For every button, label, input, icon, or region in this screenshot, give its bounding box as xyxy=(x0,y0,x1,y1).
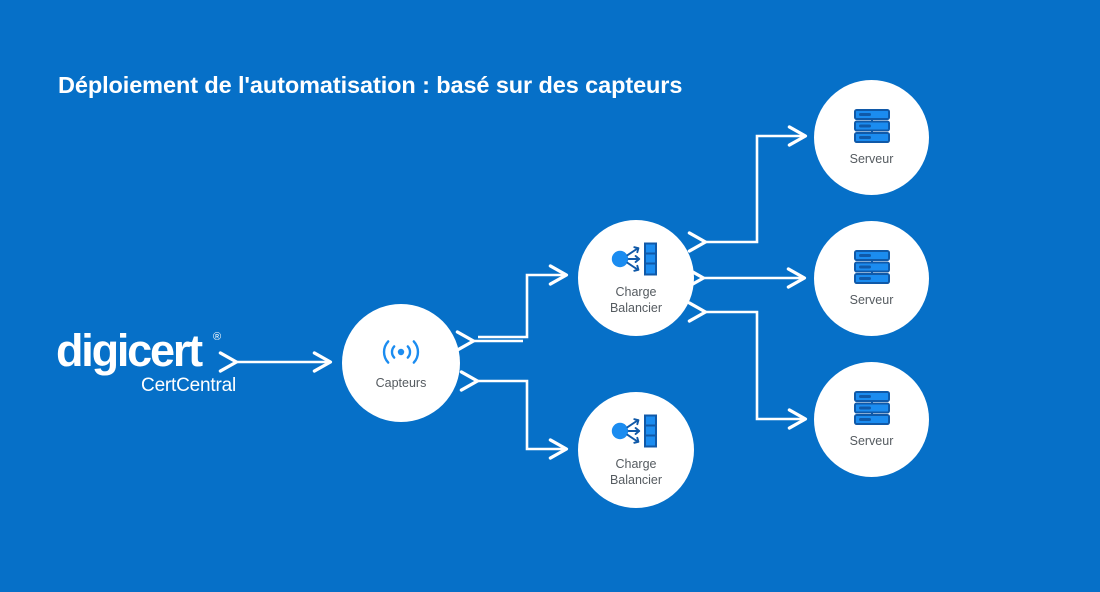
node-serveur-2[interactable]: Serveur xyxy=(814,221,929,336)
node-label-capteurs: Capteurs xyxy=(375,375,427,390)
node-capteurs[interactable]: Capteurs xyxy=(342,304,460,422)
connector-sensor-to-load-balancer-2-out xyxy=(459,370,569,460)
load-balancer-icon xyxy=(610,240,662,278)
connector-load-balancer-1-to-server-1 xyxy=(687,125,808,253)
node-label-charge-balancier-2: Charge Balancier xyxy=(609,457,663,487)
digicert-wordmark: digicert xyxy=(56,325,203,376)
digicert-certcentral-logo: digicert ® CertCentral xyxy=(56,326,236,400)
node-charge-balancier-2[interactable]: Charge Balancier xyxy=(578,392,694,508)
node-label-serveur-3: Serveur xyxy=(849,434,894,449)
server-rack-icon xyxy=(850,389,894,427)
server-rack-icon xyxy=(850,107,894,145)
server-rack-icon xyxy=(850,248,894,286)
connector-load-balancer-1-to-server-3 xyxy=(687,301,808,430)
node-label-serveur-1: Serveur xyxy=(849,152,894,167)
node-serveur-1[interactable]: Serveur xyxy=(814,80,929,195)
registered-trademark-icon: ® xyxy=(213,331,222,343)
node-label-serveur-2: Serveur xyxy=(849,293,894,308)
page-title: Déploiement de l'automatisation : basé s… xyxy=(58,72,683,98)
node-charge-balancier-1[interactable]: Charge Balancier xyxy=(578,220,694,336)
certcentral-product-name: CertCentral xyxy=(141,375,236,396)
node-serveur-3[interactable]: Serveur xyxy=(814,362,929,477)
connector-sensor-to-load-balancer-1-out xyxy=(478,264,569,339)
load-balancer-icon xyxy=(610,412,662,450)
wireless-sensor-icon xyxy=(378,335,424,369)
node-label-charge-balancier-1: Charge Balancier xyxy=(609,285,663,315)
